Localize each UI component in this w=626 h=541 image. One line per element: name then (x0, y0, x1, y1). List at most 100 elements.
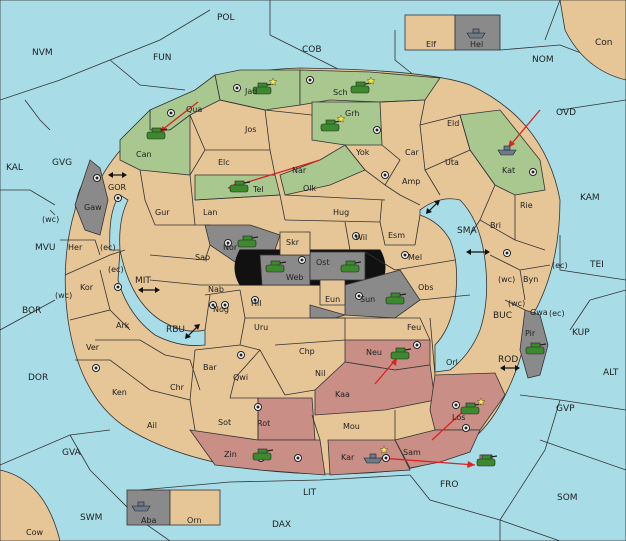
label-Bri: Bri (490, 221, 501, 230)
province-Skr[interactable] (279, 231, 311, 256)
supply-center-dot (95, 176, 99, 180)
label-SMA: SMA (457, 226, 477, 236)
label-Elf: Elf (426, 40, 436, 49)
label-Sam: Sam (403, 448, 421, 457)
passage-arrows (108, 172, 520, 371)
label-Elc: Elc (218, 158, 230, 167)
sea-SMA[interactable] (419, 198, 488, 373)
supply-center-dot (464, 426, 468, 430)
army-unit-neu[interactable] (390, 347, 412, 360)
label-Aba: Aba (141, 516, 157, 525)
label-RBU: RBU (166, 325, 185, 335)
star-icon (476, 397, 486, 406)
order-arrow-qua-can (157, 101, 199, 134)
supply-center-dot (226, 241, 230, 245)
label-Uta: Uta (445, 158, 459, 167)
fleet-unit-aba[interactable] (131, 501, 151, 512)
label-BOR: BOR (22, 306, 41, 316)
supply-center-dot (116, 196, 120, 200)
army-unit-zin[interactable] (252, 448, 274, 461)
label-wc-Gwa: (wc) (508, 299, 525, 308)
label-Her: Her (68, 243, 83, 252)
label-Bar: Bar (203, 363, 217, 372)
army-unit-jad[interactable] (252, 77, 278, 95)
label-GVP: GVP (556, 404, 575, 414)
army-unit-web[interactable] (265, 260, 287, 273)
label-wc-Byn: (wc) (498, 275, 515, 284)
label-Kat: Kat (502, 166, 515, 175)
army-unit-grh[interactable] (320, 114, 346, 132)
label-Yok: Yok (355, 148, 370, 157)
label-Hug: Hug (333, 208, 349, 217)
label-COB: COB (302, 45, 322, 55)
sea-MIT[interactable] (117, 249, 206, 346)
label-DOR: DOR (28, 373, 48, 383)
army-unit-tel[interactable] (229, 180, 251, 193)
supply-center-dot (383, 173, 387, 177)
fleet-unit-hel[interactable] (466, 28, 486, 39)
supply-center-dot (300, 258, 304, 262)
label-TEI: TEI (589, 260, 604, 270)
star-icon (366, 76, 376, 85)
label-Rie: Rie (520, 201, 533, 210)
army-unit-can[interactable] (146, 127, 168, 140)
supply-center-dot (253, 298, 257, 302)
label-Nar: Nar (292, 166, 307, 175)
fleet-unit-kat[interactable] (497, 145, 517, 156)
army-unit-ost[interactable] (340, 260, 362, 273)
label-wc-Kor: (wc) (55, 291, 72, 300)
label-Feu: Feu (407, 323, 421, 332)
label-KAM: KAM (580, 193, 600, 203)
label-MIT: MIT (135, 276, 151, 286)
label-Olk: Olk (303, 184, 317, 193)
province-Sam[interactable] (394, 429, 481, 469)
province-Orn[interactable] (169, 489, 221, 526)
army-unit-sam[interactable] (476, 454, 498, 467)
supply-center-dot (384, 456, 388, 460)
province-Kar[interactable] (327, 439, 411, 476)
label-Grh: Grh (345, 109, 359, 118)
fleet-unit-kar[interactable] (363, 445, 389, 464)
label-DAX: DAX (272, 520, 291, 530)
label-Ver: Ver (86, 343, 100, 352)
supply-center-dot (239, 353, 243, 357)
label-Kor: Kor (80, 283, 94, 292)
province-Grh[interactable] (311, 101, 383, 146)
label-Chr: Chr (170, 383, 185, 392)
label-Orn: Orn (187, 516, 202, 525)
province-Kaa[interactable] (314, 361, 436, 416)
label-Obs: Obs (418, 283, 434, 292)
province-Sun[interactable] (344, 269, 421, 319)
supply-center-dot (296, 456, 300, 460)
label-Eun: Eun (325, 295, 340, 304)
label-Neu: Neu (366, 348, 382, 357)
internal-borders (60, 99, 551, 441)
supply-center-dot (415, 343, 419, 347)
label-Sch: Sch (333, 88, 348, 97)
army-unit-sch[interactable] (350, 76, 376, 94)
supply-center-dot (223, 303, 227, 307)
units (131, 28, 547, 512)
army-unit-sun[interactable] (385, 292, 407, 305)
label-Chp: Chp (299, 347, 315, 356)
star-icon (336, 114, 346, 123)
province-Elf[interactable] (404, 14, 456, 51)
label-Car: Car (405, 148, 419, 157)
label-MVU: MVU (35, 243, 56, 253)
label-GVG: GVG (52, 158, 72, 168)
army-unit-nor[interactable] (237, 235, 259, 248)
label-SWM: SWM (80, 513, 102, 523)
sea-GOR-channel[interactable] (109, 194, 129, 251)
supply-center-dot (354, 234, 358, 238)
label-NVM: NVM (32, 48, 53, 58)
label-Pir: Pir (525, 329, 536, 338)
label-Can: Can (136, 150, 152, 159)
label-Ost: Ost (316, 258, 330, 267)
province-Eun[interactable] (319, 279, 346, 306)
army-unit-pir[interactable] (525, 342, 547, 355)
supply-centers (92, 76, 537, 462)
supply-center-dot (531, 170, 535, 174)
label-FUN: FUN (153, 53, 172, 63)
army-unit-los[interactable] (460, 397, 486, 415)
